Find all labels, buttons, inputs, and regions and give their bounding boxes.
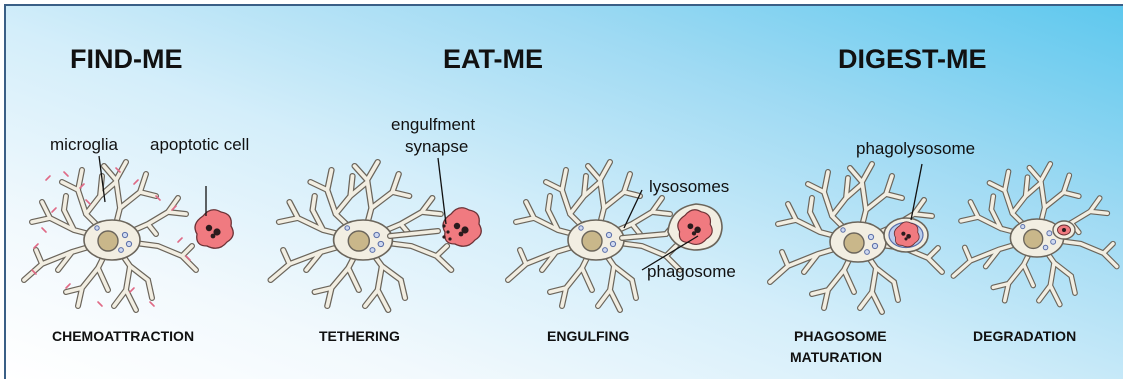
microglia-label: microglia (50, 135, 119, 154)
phagocytosis-diagram: FIND-ME EAT-ME DIGEST-ME microglia (6, 6, 1123, 379)
stage-tethering: TETHERING (319, 328, 400, 344)
phagolysosome-label: phagolysosome (856, 139, 975, 158)
stage-engulfing: ENGULFING (547, 328, 630, 344)
apoptotic-cell (443, 208, 481, 247)
synapse-label: synapse (405, 137, 468, 156)
lysosomes-label: lysosomes (649, 177, 729, 196)
figure-panel: FIND-ME EAT-ME DIGEST-ME microglia (4, 4, 1123, 379)
engulfing-stage: lysosomes phagosome ENGULFING (508, 162, 736, 344)
stage-maturation-label: MATURATION (790, 349, 882, 365)
phagosome-label: phagosome (647, 262, 736, 281)
phase-digest-me-title: DIGEST-ME (838, 44, 987, 74)
chemoattraction-stage: microglia apoptotic cell CHEMOATTRACTION (24, 135, 249, 344)
apoptotic-cell (195, 210, 233, 249)
stage-degradation: DEGRADATION (973, 328, 1076, 344)
microglia-cell (24, 162, 196, 310)
apoptotic-cell-label: apoptotic cell (150, 135, 249, 154)
stage-chemoattraction: CHEMOATTRACTION (52, 328, 194, 344)
phagosome-maturation-stage: phagolysosome PHAGOSOME MATURATION (770, 139, 975, 365)
engulfment-label: engulfment (391, 115, 475, 134)
stage-phagosome-label: PHAGOSOME (794, 328, 887, 344)
phase-find-me-title: FIND-ME (70, 44, 182, 74)
degradation-stage: DEGRADATION (953, 164, 1116, 344)
microglia-cell (953, 164, 1116, 305)
tethering-stage: engulfment synapse TETHERING (271, 115, 482, 344)
microglia-cell (271, 162, 452, 310)
phase-eat-me-title: EAT-ME (443, 44, 543, 74)
